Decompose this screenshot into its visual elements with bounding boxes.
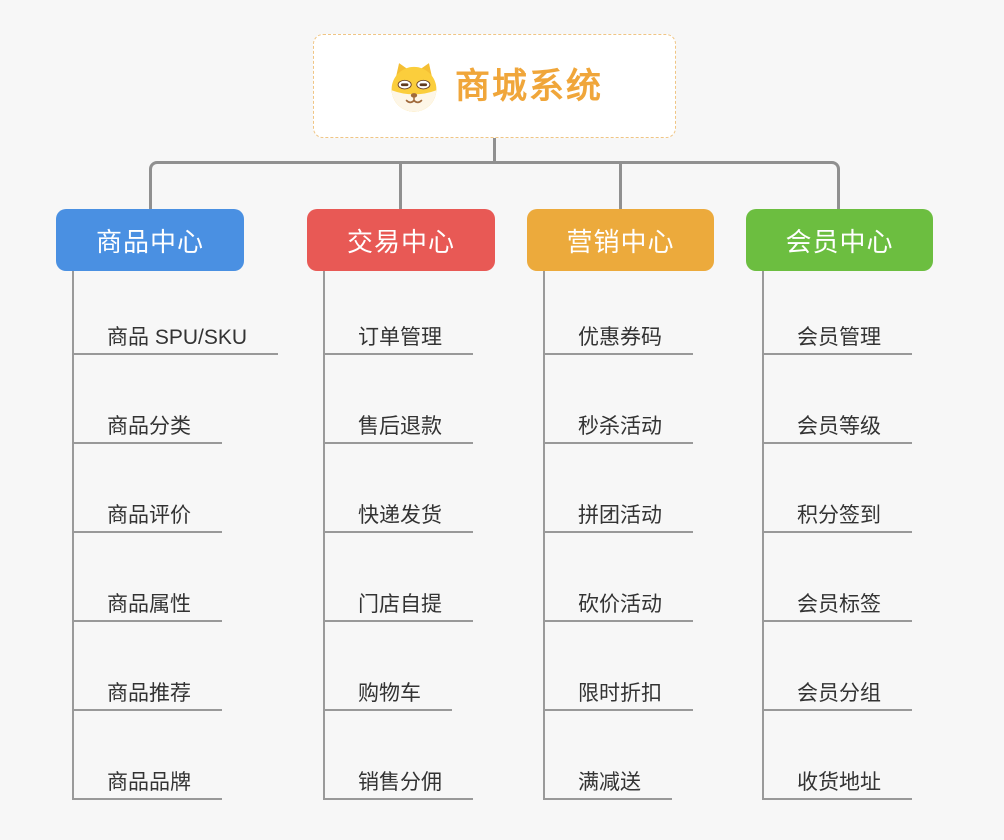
subtopic-node[interactable]: 积分签到 (762, 489, 912, 533)
branch-label: 交易中心 (346, 226, 455, 257)
subtopic-node[interactable]: 门店自提 (323, 578, 473, 622)
branch-trunk-line (323, 271, 325, 800)
branch-node-marketing-center[interactable]: 营销中心 (527, 209, 714, 271)
subtopic-node[interactable]: 快递发货 (323, 489, 473, 533)
subtopic-node[interactable]: 会员分组 (762, 667, 912, 711)
subtopic-node[interactable]: 商品分类 (72, 400, 222, 444)
subtopic-node[interactable]: 收货地址 (762, 756, 912, 800)
subtopic-node[interactable]: 商品属性 (72, 578, 222, 622)
branch-connector-drop (399, 164, 402, 211)
subtopic-node[interactable]: 拼团活动 (543, 489, 693, 533)
subtopic-node[interactable]: 销售分佣 (323, 756, 473, 800)
root-topic-label: 商城系统 (454, 66, 603, 106)
subtopic-node[interactable]: 限时折扣 (543, 667, 693, 711)
subtopic-node[interactable]: 售后退款 (323, 400, 473, 444)
branch-trunk-line (72, 271, 74, 800)
branch-label: 会员中心 (785, 226, 894, 257)
subtopic-node[interactable]: 商品 SPU/SKU (72, 311, 279, 355)
subtopic-node[interactable]: 购物车 (323, 667, 452, 711)
dog-icon (386, 60, 442, 113)
subtopic-node[interactable]: 商品推荐 (72, 667, 222, 711)
subtopic-node[interactable]: 砍价活动 (543, 578, 693, 622)
root-topic-node[interactable]: 商城系统 (313, 34, 676, 138)
subtopic-node[interactable]: 秒杀活动 (543, 400, 693, 444)
branch-node-member-center[interactable]: 会员中心 (746, 209, 933, 271)
branch-connector-drop (619, 164, 622, 211)
subtopic-node[interactable]: 会员管理 (762, 311, 912, 355)
branch-connector-bus (149, 161, 840, 211)
root-connector-stub (493, 138, 496, 162)
subtopic-node[interactable]: 优惠券码 (543, 311, 693, 355)
branch-node-trade-center[interactable]: 交易中心 (307, 209, 495, 271)
subtopic-node[interactable]: 会员等级 (762, 400, 912, 444)
branch-label: 营销中心 (566, 226, 675, 257)
subtopic-node[interactable]: 订单管理 (323, 311, 473, 355)
subtopic-node[interactable]: 商品品牌 (72, 756, 222, 800)
subtopic-node[interactable]: 会员标签 (762, 578, 912, 622)
branch-trunk-line (543, 271, 545, 800)
subtopic-node[interactable]: 满减送 (543, 756, 672, 800)
branch-node-product-center[interactable]: 商品中心 (56, 209, 244, 271)
branch-trunk-line (762, 271, 764, 800)
subtopic-node[interactable]: 商品评价 (72, 489, 222, 533)
branch-label: 商品中心 (95, 226, 204, 257)
